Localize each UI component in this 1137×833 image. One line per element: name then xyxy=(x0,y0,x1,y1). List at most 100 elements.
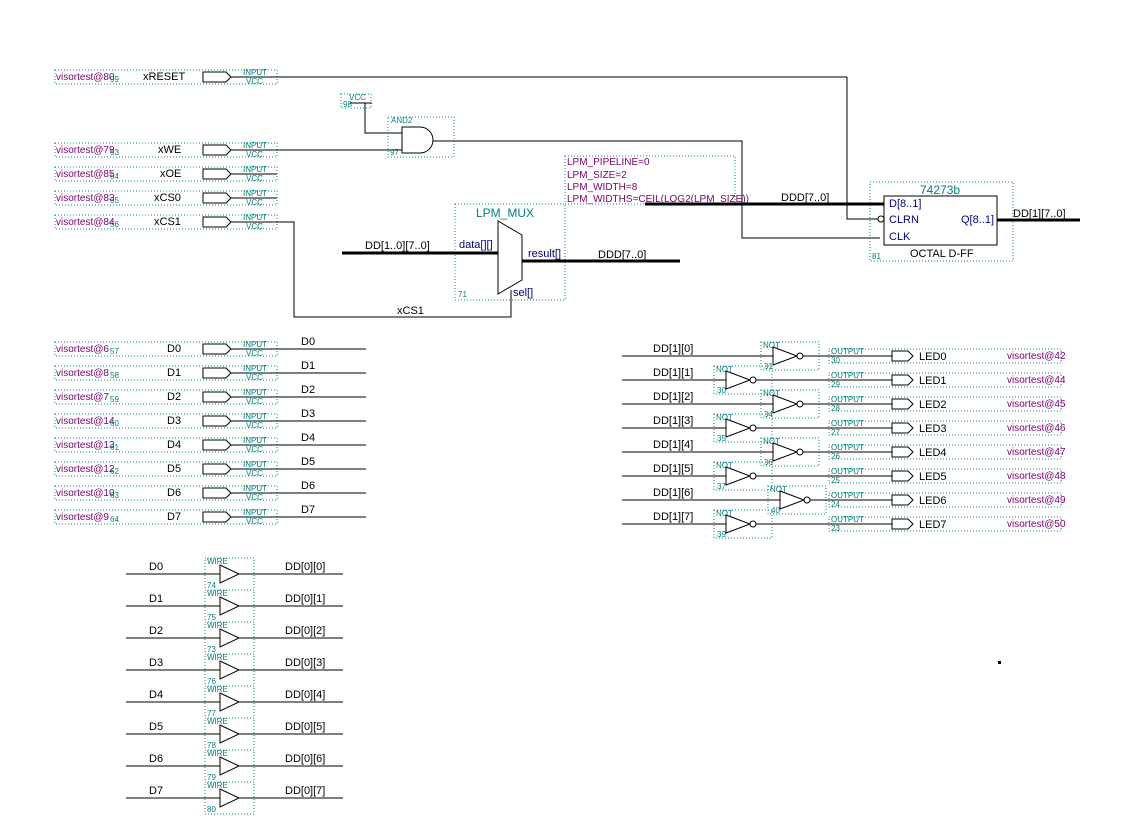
pin-name: xCS0 xyxy=(154,192,181,204)
pin-type: INPUT xyxy=(243,508,267,517)
output-pin-icon xyxy=(891,398,914,410)
mux-shape-icon xyxy=(497,220,523,295)
not-gate-icon xyxy=(772,394,799,414)
input-pin-icon xyxy=(202,216,232,228)
inversion-bubble-icon xyxy=(877,215,885,223)
dff-body-icon xyxy=(883,195,998,246)
dff-clrn-port: CLRN xyxy=(889,214,919,226)
pin-vcc: VCC xyxy=(246,222,263,231)
pin-location: visortest@47 xyxy=(1007,447,1066,458)
input-pin-xcs0[interactable]: visortest@83 55 xCS0 INPUT VCC xyxy=(54,189,278,207)
net-clock xyxy=(433,140,880,239)
net-label: D1 xyxy=(301,360,315,372)
pin-location: visortest@44 xyxy=(1007,375,1066,386)
pin-number: 55 xyxy=(110,196,119,205)
input-pin-xcs1[interactable]: visortest@84 56 xCS1 INPUT VCC xCS1 xyxy=(54,213,512,318)
input-pin-icon xyxy=(202,168,232,180)
input-pin-icon xyxy=(202,367,232,379)
net-label: DD[1][0] xyxy=(653,343,693,355)
net-label: D6 xyxy=(149,753,163,765)
pin-type: INPUT xyxy=(243,213,267,222)
gate-type: NOT xyxy=(716,365,733,374)
pin-number: 25 xyxy=(831,476,840,485)
pin-number: 57 xyxy=(110,347,119,356)
mux-param: LPM_WIDTH=8 xyxy=(567,182,638,193)
pin-location: visortest@13 xyxy=(56,440,115,451)
not-gate-icon xyxy=(772,346,799,366)
wire-type: WIRE xyxy=(207,589,228,598)
gate-type: AND2 xyxy=(391,116,413,125)
gate-type: NOT xyxy=(763,389,780,398)
pin-name: xWE xyxy=(158,144,181,156)
output-pin-icon xyxy=(891,518,914,530)
buffer-icon xyxy=(219,564,241,584)
pin-name: LED6 xyxy=(919,495,947,507)
pin-name: D0 xyxy=(167,343,181,355)
pin-number: 59 xyxy=(110,395,119,404)
net-label: D5 xyxy=(149,721,163,733)
pin-name: LED5 xyxy=(919,471,947,483)
mux-title: LPM_MUX xyxy=(476,206,534,220)
pin-type: OUTPUT xyxy=(831,371,864,380)
pin-number: 27 xyxy=(831,428,840,437)
pin-type: OUTPUT xyxy=(831,395,864,404)
buffer-icon xyxy=(219,788,241,808)
pin-location: visortest@50 xyxy=(1007,519,1066,530)
output-pin-icon xyxy=(891,494,914,506)
bus-label-ddd-dff: DDD[7..0] xyxy=(781,192,829,204)
net-label: D6 xyxy=(301,480,315,492)
wire-type: WIRE xyxy=(207,557,228,566)
input-pin-xreset[interactable]: visortest@80 99 xRESET INPUT VCC xyxy=(54,68,847,86)
octal-dff[interactable]: 74273b D[8..1] CLRN CLK Q[8..1] OCTAL D-… xyxy=(869,181,1014,262)
vcc-source[interactable]: VCC 98 xyxy=(340,93,402,134)
pin-number: 60 xyxy=(110,419,119,428)
wire-number: 78 xyxy=(207,741,216,750)
and2-gate[interactable]: AND2 97 xyxy=(387,116,880,239)
gate-type: NOT xyxy=(763,437,780,446)
pin-vcc: VCC xyxy=(246,77,263,86)
net-label: D0 xyxy=(149,561,163,573)
mux-param: LPM_WIDTHS=CEIL(LOG2(LPM_SIZE)) xyxy=(567,194,749,205)
input-pin-xwe[interactable]: visortest@79 53 xWE INPUT VCC xyxy=(54,141,402,159)
pin-location: visortest@8 xyxy=(56,368,109,379)
pin-location: visortest@48 xyxy=(1007,471,1066,482)
lpm-mux[interactable]: LPM_MUX data[][] result[] sel[] 71 xyxy=(454,203,566,301)
net-label: DD[1][1] xyxy=(653,367,693,379)
pin-location: visortest@45 xyxy=(1007,399,1066,410)
inversion-bubble-icon xyxy=(796,352,804,360)
pin-name: xCS1 xyxy=(154,216,181,228)
input-pin-xoe[interactable]: visortest@85 54 xOE INPUT VCC xyxy=(54,165,278,183)
input-pin-icon xyxy=(202,192,232,204)
pin-location: visortest@12 xyxy=(56,464,115,475)
pin-vcc: VCC xyxy=(246,493,263,502)
wire-number: 74 xyxy=(207,581,216,590)
pin-type: OUTPUT xyxy=(831,467,864,476)
pin-vcc: VCC xyxy=(246,397,263,406)
buffer-icon xyxy=(219,628,241,648)
